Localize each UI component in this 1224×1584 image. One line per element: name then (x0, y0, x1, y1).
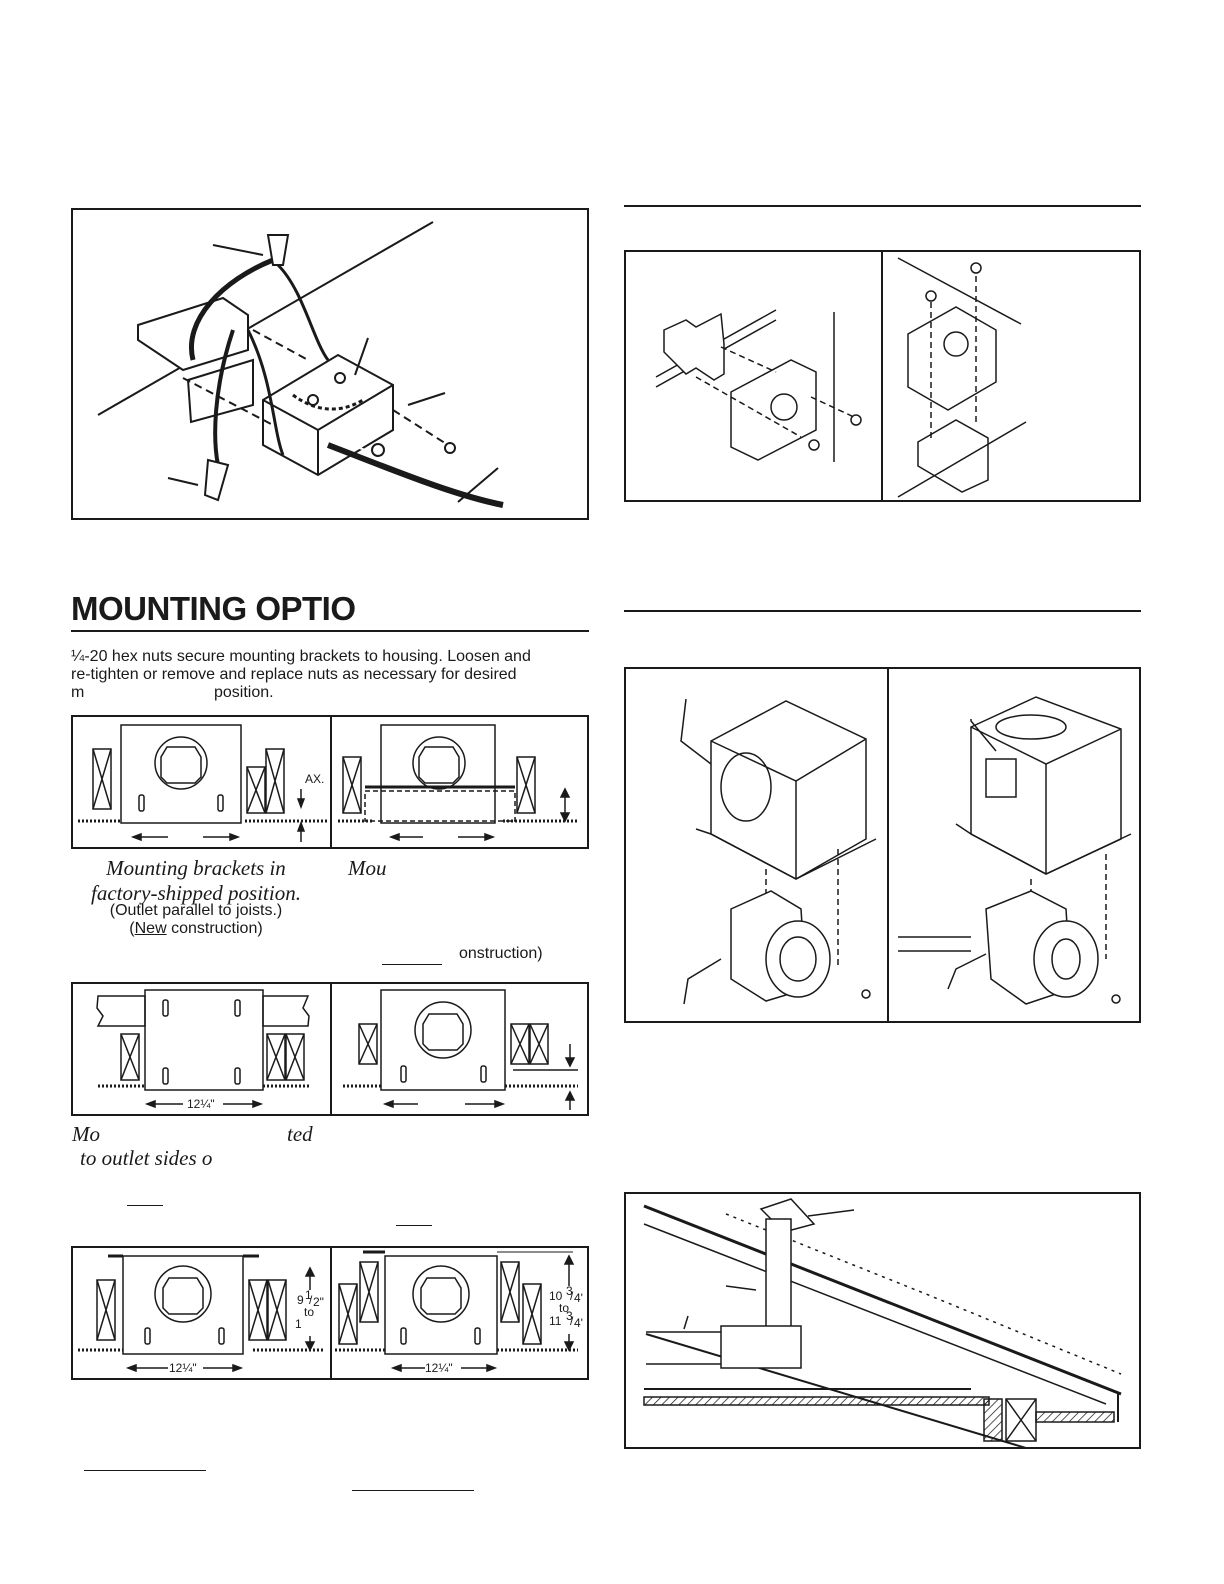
bracket-install-figure (624, 250, 1141, 502)
dimension-height-2-d: 4' (574, 1291, 583, 1305)
heading-rule (71, 630, 589, 632)
caption-a-line-1: Mounting brackets in (106, 856, 286, 880)
paragraph-line-3b: position. (214, 684, 274, 701)
paragraph-line-2: re-tighten or remove and replace nuts as… (71, 666, 517, 683)
caption-a-line-4: (New construction) (71, 920, 321, 938)
dimension-height-2-c: / (570, 1289, 574, 1303)
footer-underline-2 (352, 1490, 474, 1491)
right-top-rule (624, 205, 1141, 207)
section-heading: MOUNTING OPTIO (71, 590, 356, 627)
caption-c-line-1b: ted (287, 1122, 313, 1146)
blower-figure (624, 667, 1141, 1023)
dimension-height-1-a: 9 (297, 1293, 304, 1307)
dimension-width-1: 12¼" (187, 1097, 215, 1111)
dimension-height-2-a: 10 (549, 1289, 563, 1303)
bracket-figure-row-1: AX. (71, 715, 589, 849)
caption-c-line-1: Mo (72, 1122, 100, 1146)
caption-c-underline-2 (396, 1225, 432, 1226)
bracket-diagram-a: AX. (78, 717, 578, 847)
wiring-diagram (97, 221, 504, 508)
dimension-height-2-g: / (570, 1314, 574, 1328)
caption-a: Mounting brackets in factory-shipped pos… (71, 856, 321, 906)
caption-b-line-1: Mou (348, 856, 387, 880)
roof-venting-figure (624, 1192, 1141, 1449)
caption-b-underline (382, 964, 442, 965)
bracket-figure-row-2: 12¼" (71, 982, 589, 1116)
mounting-paragraph: ¼-20 hex nuts secure mounting brackets t… (71, 648, 589, 702)
caption-a-construction: construction) (166, 920, 263, 937)
bracket-diagram-c: 9 1 / 2" to 1 12¼" 10 3 / 4' to 11 3 / 4… (78, 1248, 583, 1378)
dimension-width-3: 12¼" (425, 1361, 453, 1375)
caption-c-line-2: to outlet sides o (80, 1146, 213, 1170)
dimension-height-1-c: / (309, 1293, 313, 1307)
dimension-height-1-b: 1 (305, 1288, 312, 1302)
blower-diagram (680, 669, 1132, 1021)
caption-a-line-2: factory-shipped position. (91, 881, 301, 905)
bracket-diagram-b: 12¼" (96, 984, 578, 1114)
bracket-figure-row-3: 9 1 / 2" to 1 12¼" 10 3 / 4' to 11 3 / 4… (71, 1246, 589, 1380)
caption-a-paren: ( (129, 920, 135, 937)
footer-underline-1 (84, 1470, 206, 1471)
dimension-height-2-b: 3 (566, 1284, 573, 1298)
dimension-height-2-f: 3 (566, 1309, 573, 1323)
paragraph-line-1: ¼-20 hex nuts secure mounting brackets t… (71, 648, 531, 665)
caption-c-underline-1 (127, 1205, 163, 1206)
wiring-diagram-figure (71, 208, 589, 520)
paragraph-line-3a: m (71, 684, 85, 701)
caption-a-sub: (Outlet parallel to joists.) (New constr… (71, 902, 321, 938)
bracket-install-diagram (655, 252, 1027, 500)
dimension-height-2-h: 4' (574, 1316, 583, 1330)
dimension-height-2-e: 11 (549, 1314, 562, 1328)
dimension-max-label: AX. (305, 772, 324, 786)
right-mid-rule (624, 610, 1141, 612)
dimension-height-1-d: 2" (313, 1295, 324, 1309)
caption-a-line-3: (Outlet parallel to joists.) (109, 902, 283, 919)
caption-b-tail: onstruction) (459, 945, 543, 962)
dimension-height-1-e: 1 (295, 1317, 302, 1331)
roof-venting-diagram (643, 1198, 1122, 1447)
caption-a-new: New (134, 920, 167, 937)
dimension-height-2-to: to (559, 1301, 569, 1315)
dimension-height-1-to: to (304, 1305, 314, 1319)
dimension-width-2: 12¼" (169, 1361, 197, 1375)
